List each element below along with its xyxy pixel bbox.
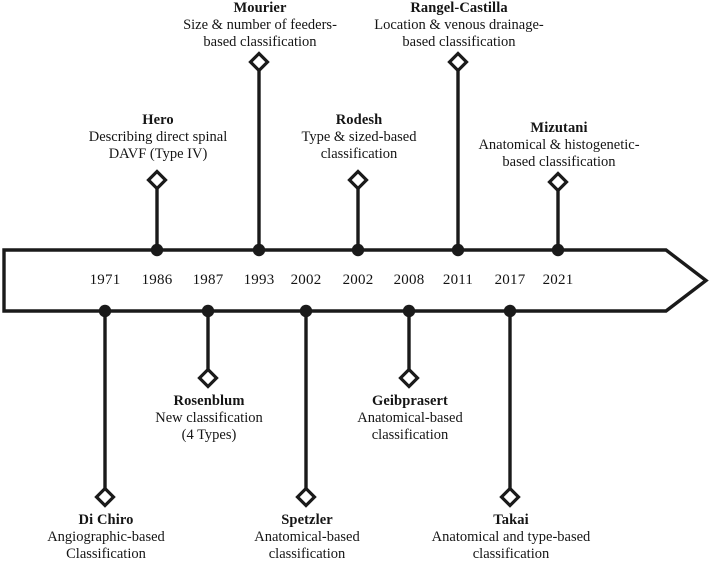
milestone-marker-group xyxy=(94,304,116,508)
timeline-year-1987-2: 1987 xyxy=(192,271,224,288)
milestone-dot[interactable] xyxy=(451,243,465,257)
milestone-name: Spetzler xyxy=(281,512,333,528)
timeline-year-1971-0: 1971 xyxy=(89,271,121,288)
milestone-diamond[interactable] xyxy=(197,367,219,389)
milestone-description-line-2: (4 Types) xyxy=(181,427,237,444)
milestone-name: Hero xyxy=(142,112,174,128)
milestone-dot[interactable] xyxy=(201,304,215,318)
milestone-marker-group xyxy=(347,169,369,257)
milestone-marker-group xyxy=(295,304,317,508)
milestone-marker-group xyxy=(447,51,469,257)
milestone-description-line-2: DAVF (Type IV) xyxy=(108,146,208,163)
milestone-dot[interactable] xyxy=(351,243,365,257)
milestone-description-line-1: Anatomical & histogenetic- xyxy=(478,137,640,154)
milestone-description-line-1: New classification xyxy=(155,410,263,427)
milestone-name: Rangel-Castilla xyxy=(410,0,508,16)
milestone-marker-group xyxy=(398,304,420,389)
milestone-description-line-2: based classification xyxy=(402,34,516,51)
milestone-diamond[interactable] xyxy=(499,486,521,508)
milestone-diamond[interactable] xyxy=(94,486,116,508)
milestone-description-line-1: Anatomical-based xyxy=(254,529,360,546)
milestone-name: Takai xyxy=(493,512,529,528)
milestone-name: Rodesh xyxy=(335,112,383,128)
milestone-marker-group xyxy=(197,304,219,389)
timeline-year-2021-9: 2021 xyxy=(542,271,574,288)
milestone-diamond[interactable] xyxy=(547,171,569,193)
milestone-description-line-2: classification xyxy=(320,146,398,163)
milestone-name: Di Chiro xyxy=(78,512,134,528)
milestone-description-line-1: Angiographic-based xyxy=(47,529,165,546)
milestone-description-line-2: based classification xyxy=(502,154,616,171)
milestone-marker-group xyxy=(146,169,168,257)
milestone-dot[interactable] xyxy=(503,304,517,318)
milestone-marker-group xyxy=(547,171,569,257)
milestone-diamond[interactable] xyxy=(295,486,317,508)
milestone-description-line-1: Describing direct spinal xyxy=(88,129,228,146)
milestone-name: Geibprasert xyxy=(371,393,448,409)
milestone-description-line-2: based classification xyxy=(203,34,317,51)
milestone-diamond[interactable] xyxy=(248,51,270,73)
milestone-description-line-2: classification xyxy=(371,427,449,444)
milestone-name: Mourier xyxy=(233,0,287,16)
timeline-year-2002-5: 2002 xyxy=(342,271,374,288)
milestone-dot[interactable] xyxy=(402,304,416,318)
timeline-year-2011-7: 2011 xyxy=(442,271,474,288)
milestone-name: Mizutani xyxy=(530,120,588,136)
milestone-description-line-1: Anatomical-based xyxy=(357,410,463,427)
timeline-year-2008-6: 2008 xyxy=(393,271,425,288)
milestone-dot[interactable] xyxy=(150,243,164,257)
timeline-year-1993-3: 1993 xyxy=(243,271,275,288)
timeline-year-2002-4: 2002 xyxy=(290,271,322,288)
milestone-description-line-1: Location & venous drainage- xyxy=(374,17,544,34)
milestone-name: Rosenblum xyxy=(173,393,245,409)
milestone-marker-group xyxy=(248,51,270,257)
milestone-description-line-2: classification xyxy=(472,546,550,563)
milestone-dot[interactable] xyxy=(299,304,313,318)
milestone-description-line-1: Type & sized-based xyxy=(301,129,417,146)
timeline-year-1986-1: 1986 xyxy=(141,271,173,288)
milestone-dot[interactable] xyxy=(551,243,565,257)
milestone-marker-group xyxy=(499,304,521,508)
milestone-diamond[interactable] xyxy=(146,169,168,191)
milestone-dot[interactable] xyxy=(252,243,266,257)
milestone-diamond[interactable] xyxy=(447,51,469,73)
milestone-dot[interactable] xyxy=(98,304,112,318)
milestone-description-line-2: classification xyxy=(268,546,346,563)
milestone-diamond[interactable] xyxy=(347,169,369,191)
milestone-diamond[interactable] xyxy=(398,367,420,389)
timeline-year-2017-8: 2017 xyxy=(494,271,526,288)
milestone-description-line-1: Size & number of feeders- xyxy=(183,17,337,34)
milestone-description-line-1: Anatomical and type-based xyxy=(431,529,591,546)
milestone-description-line-2: Classification xyxy=(66,546,146,563)
